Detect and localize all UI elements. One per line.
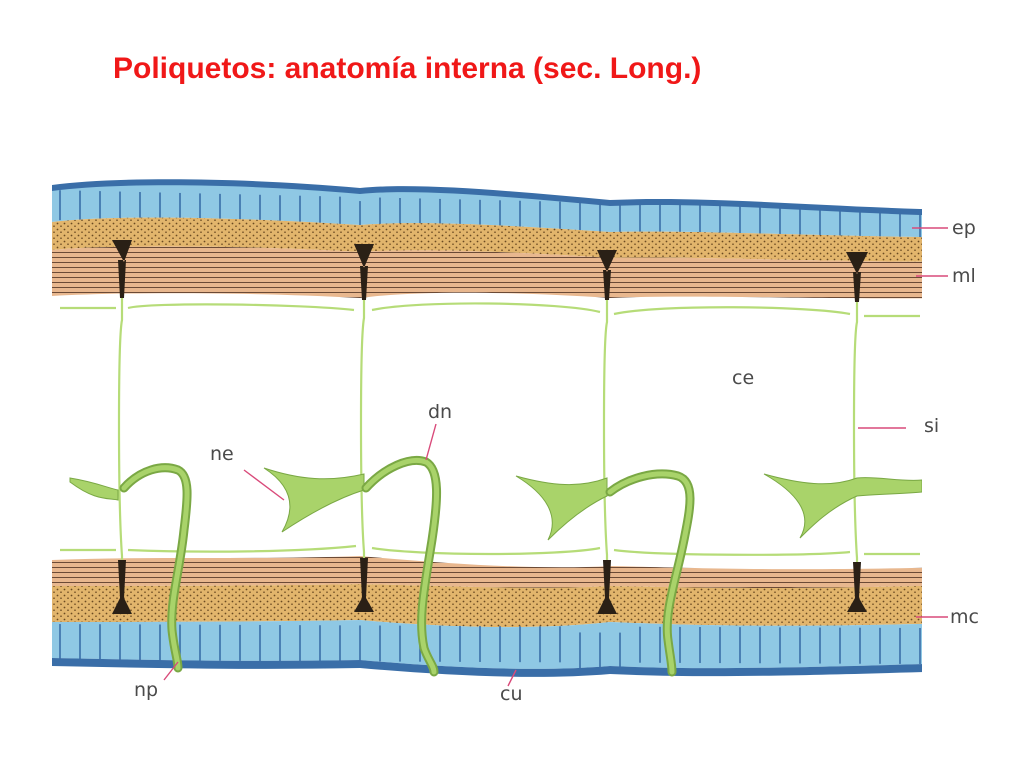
label-si: si xyxy=(924,415,939,437)
label-cu: cu xyxy=(500,683,523,705)
leader-np xyxy=(163,661,179,681)
label-ne: ne xyxy=(210,443,234,465)
coelom-outline-3 xyxy=(371,302,601,556)
label-dn: dn xyxy=(428,401,452,423)
septa xyxy=(60,298,920,600)
label-ce: ce xyxy=(732,367,754,389)
label-ep: ep xyxy=(952,217,976,239)
coelom-outline-4 xyxy=(613,306,851,556)
leader-cu xyxy=(507,669,517,687)
label-mc: mc xyxy=(950,606,979,628)
dorsal-longitudinal-muscle xyxy=(52,246,987,299)
septum-1 xyxy=(117,298,124,590)
nephridial-duct-3-core xyxy=(607,471,693,675)
dorsal-epidermal-cell-borders xyxy=(59,190,921,240)
label-np: np xyxy=(134,679,158,701)
septum-attachments xyxy=(112,240,868,614)
nephridial-duct-1-core xyxy=(121,465,190,671)
nephrostome-3 xyxy=(515,475,608,541)
nephridial-duct-2-core xyxy=(363,458,440,675)
coelom-outline-1 xyxy=(60,306,116,552)
label-ml: ml xyxy=(952,265,976,287)
dorsal-body-wall xyxy=(52,179,987,299)
nephrostome-1 xyxy=(69,477,119,501)
leader-lines xyxy=(163,227,948,687)
slide-title: Poliquetos: anatomía interna (sec. Long.… xyxy=(113,52,702,85)
nephridia xyxy=(69,456,923,677)
septum-2 xyxy=(359,298,366,600)
leader-dn xyxy=(425,423,437,461)
nephrostome-2 xyxy=(263,467,365,533)
structure-labels: ep ml ce dn ne si mc np cu xyxy=(134,217,979,705)
septum-4 xyxy=(852,300,859,600)
ventral-circular-muscle xyxy=(52,584,987,628)
ventral-epidermal-cell-borders xyxy=(59,624,921,669)
coelom-outline-5 xyxy=(864,314,920,556)
leader-ne xyxy=(243,469,285,501)
coelom-outline-2 xyxy=(127,303,357,553)
ventral-cuticle xyxy=(52,658,987,677)
dorsal-circular-muscle xyxy=(52,217,987,262)
ventral-longitudinal-muscle xyxy=(52,556,987,588)
ventral-body-wall xyxy=(52,556,987,677)
septum-3 xyxy=(602,298,609,600)
nephrostome-4 xyxy=(763,473,923,539)
frame-right-margin xyxy=(922,163,987,700)
